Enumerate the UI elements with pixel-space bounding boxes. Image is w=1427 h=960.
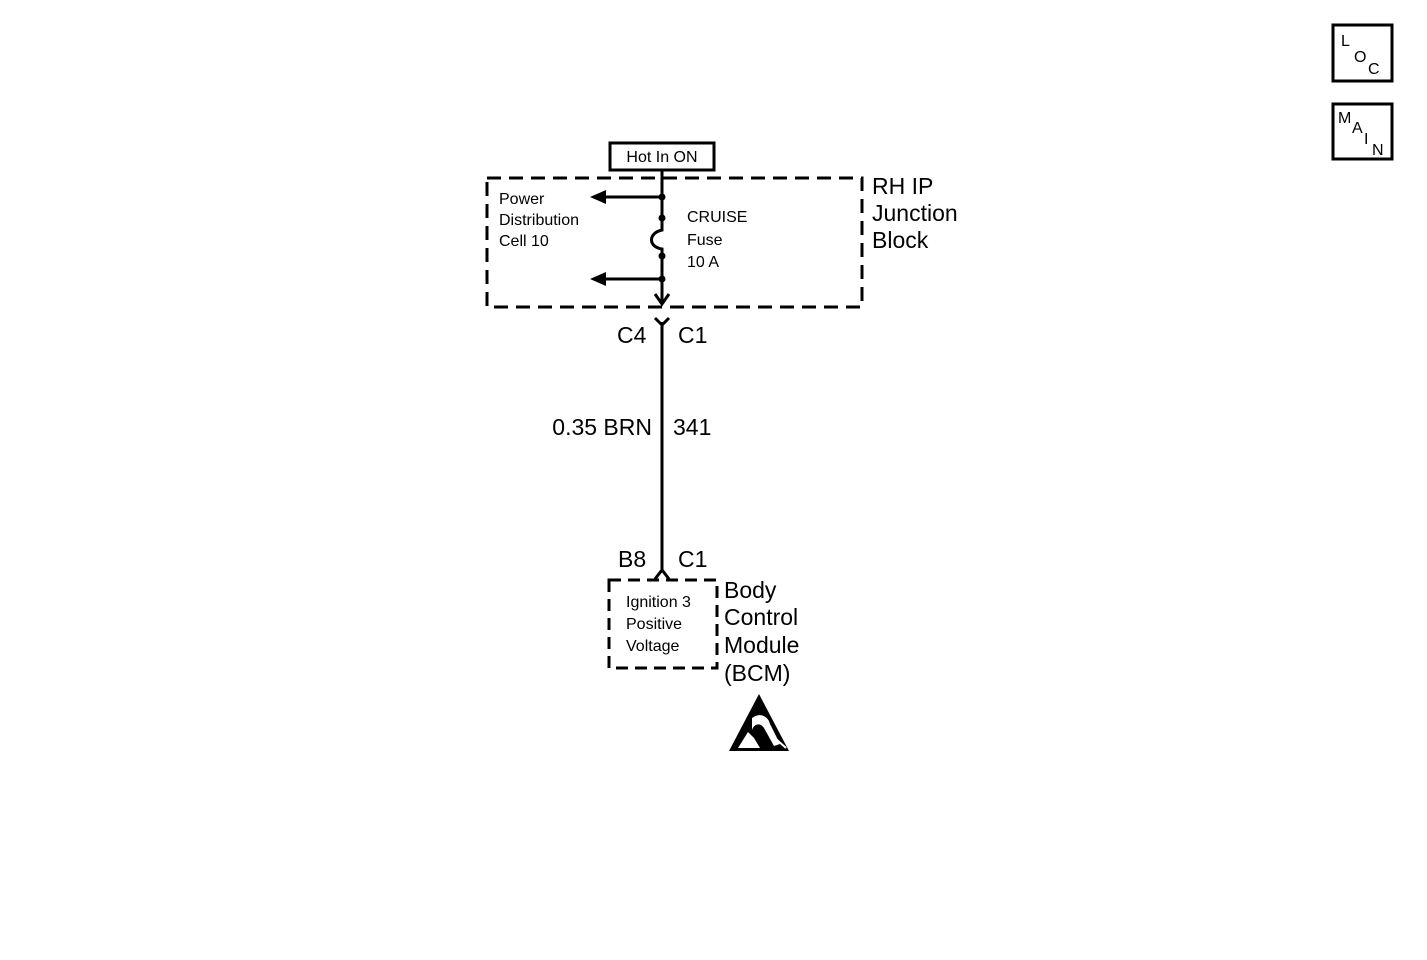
loc-letter-c: C [1368, 61, 1380, 78]
main-letter-m: M [1338, 110, 1351, 127]
bottom-connector-left-label: B8 [618, 546, 646, 572]
bcm-input-label: Ignition 3 Positive Voltage [626, 594, 695, 655]
main-button[interactable]: M A I N [1331, 102, 1394, 161]
bcm-outline [607, 578, 719, 670]
top-connector-right-label: C1 [678, 322, 707, 348]
main-letter-i: I [1364, 131, 1368, 148]
esd-warning-icon [729, 694, 789, 751]
loc-letter-l: L [1341, 33, 1350, 50]
hot-in-on-label: Hot In ON [608, 141, 716, 172]
junction-block-outline [485, 176, 864, 309]
cruise-fuse-label: CRUISE Fuse 10 A [687, 209, 752, 271]
bottom-connector-symbol [653, 567, 671, 580]
wire-circuit-number-label: 341 [673, 414, 711, 440]
loc-button[interactable]: L O C [1331, 23, 1394, 83]
junction-block-name: RH IP Junction Block [872, 173, 964, 253]
wire-gauge-color-label: 0.35 BRN [552, 414, 652, 440]
power-distribution-cell-label: Power Distribution Cell 10 [499, 191, 583, 250]
bottom-connector-right-label: C1 [678, 546, 707, 572]
bcm-name: Body Control Module (BCM) [724, 577, 806, 686]
bus-arrow-heads [590, 190, 666, 286]
fuse-circuit [605, 170, 664, 303]
top-connector-left-label: C4 [617, 322, 647, 348]
main-letter-n: N [1372, 142, 1384, 159]
main-letter-a: A [1352, 120, 1363, 137]
loc-letter-o: O [1354, 49, 1366, 66]
hot-in-on-text: Hot In ON [626, 149, 697, 166]
